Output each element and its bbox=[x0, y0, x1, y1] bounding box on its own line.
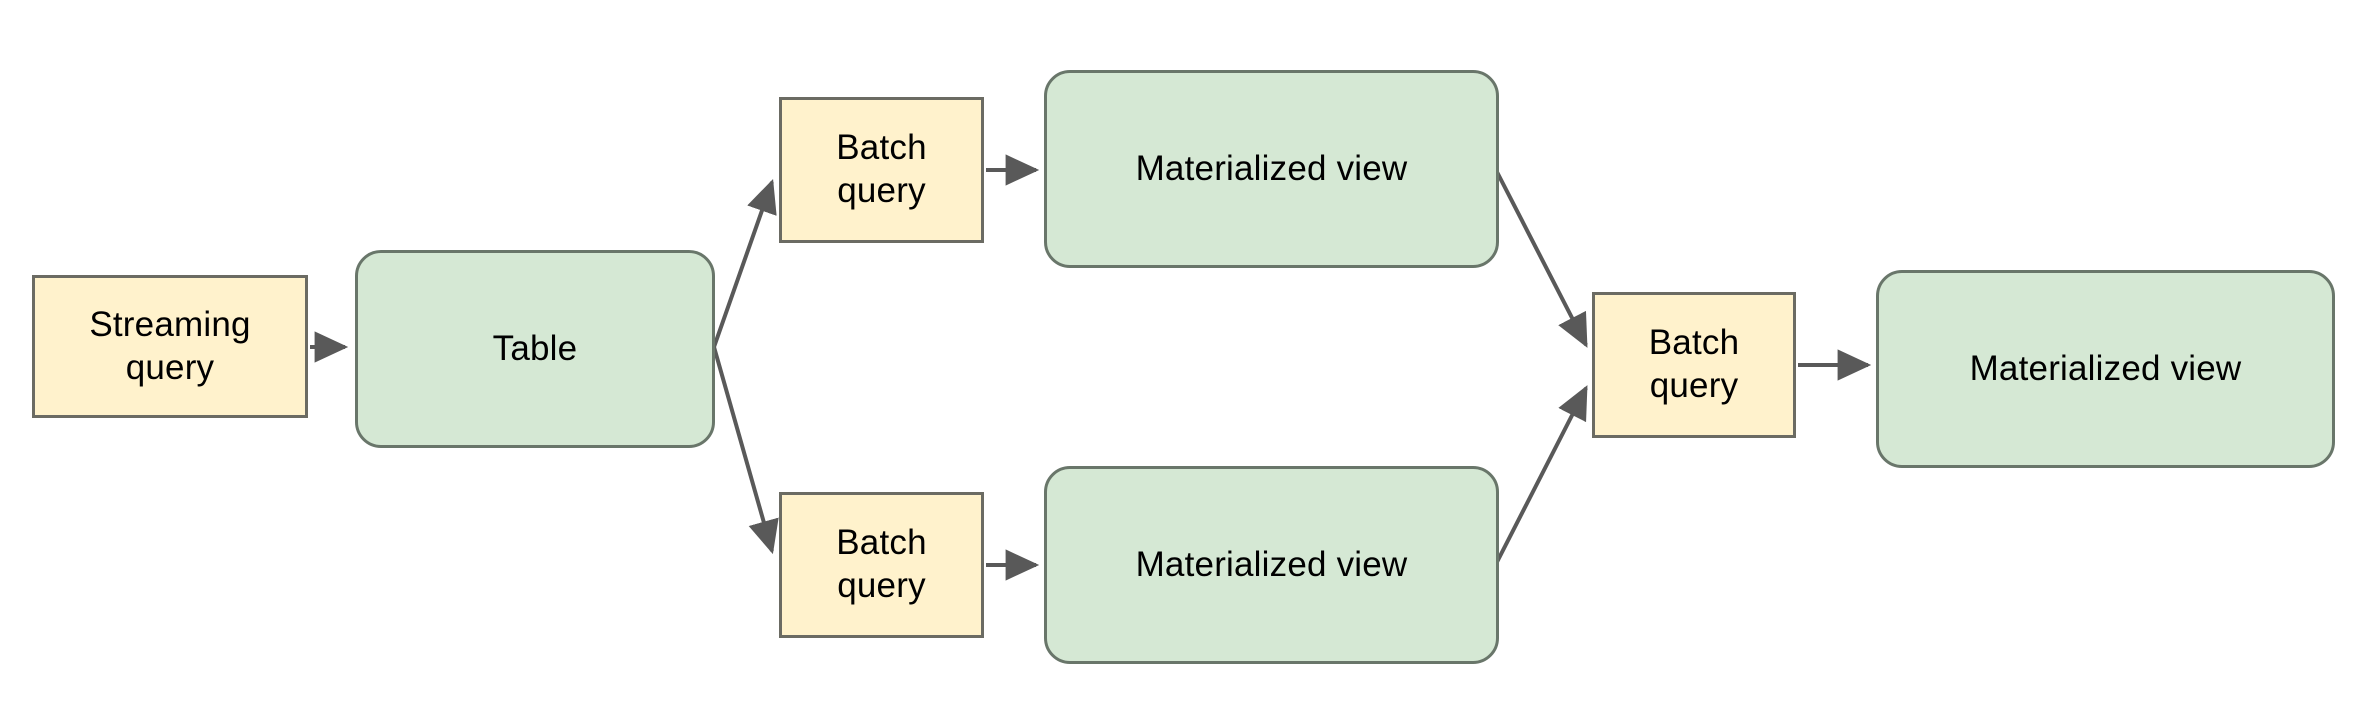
node-label-streaming-query: Streaming query bbox=[89, 304, 251, 387]
edge-materialized-view-top-to-batch-query-merge bbox=[1495, 171, 1588, 348]
node-label-batch-query-merge: Batch query bbox=[1648, 323, 1740, 405]
node-label-materialized-view-top: Materialized view bbox=[1135, 148, 1408, 188]
node-batch-query-merge[interactable]: Batch query bbox=[1592, 292, 1796, 438]
edge-table-to-batch-query-bottom bbox=[712, 346, 779, 555]
node-label-materialized-view-final: Materialized view bbox=[1969, 348, 2242, 388]
node-label-batch-query-bottom: Batch query bbox=[836, 523, 927, 605]
node-materialized-view-bottom[interactable]: Materialized view bbox=[1044, 466, 1499, 664]
node-label-batch-query-top: Batch query bbox=[836, 128, 927, 210]
node-materialized-view-final[interactable]: Materialized view bbox=[1876, 270, 2335, 468]
node-table[interactable]: Table bbox=[355, 250, 715, 448]
node-label-materialized-view-bottom: Materialized view bbox=[1135, 544, 1408, 584]
node-batch-query-top[interactable]: Batch query bbox=[779, 97, 984, 243]
node-label-table: Table bbox=[492, 328, 578, 368]
node-streaming-query[interactable]: Streaming query bbox=[32, 275, 308, 418]
node-materialized-view-top[interactable]: Materialized view bbox=[1044, 70, 1499, 268]
edge-materialized-view-bottom-to-batch-query-merge bbox=[1495, 385, 1588, 563]
node-batch-query-bottom[interactable]: Batch query bbox=[779, 492, 984, 638]
edge-table-to-batch-query-top bbox=[712, 178, 777, 348]
